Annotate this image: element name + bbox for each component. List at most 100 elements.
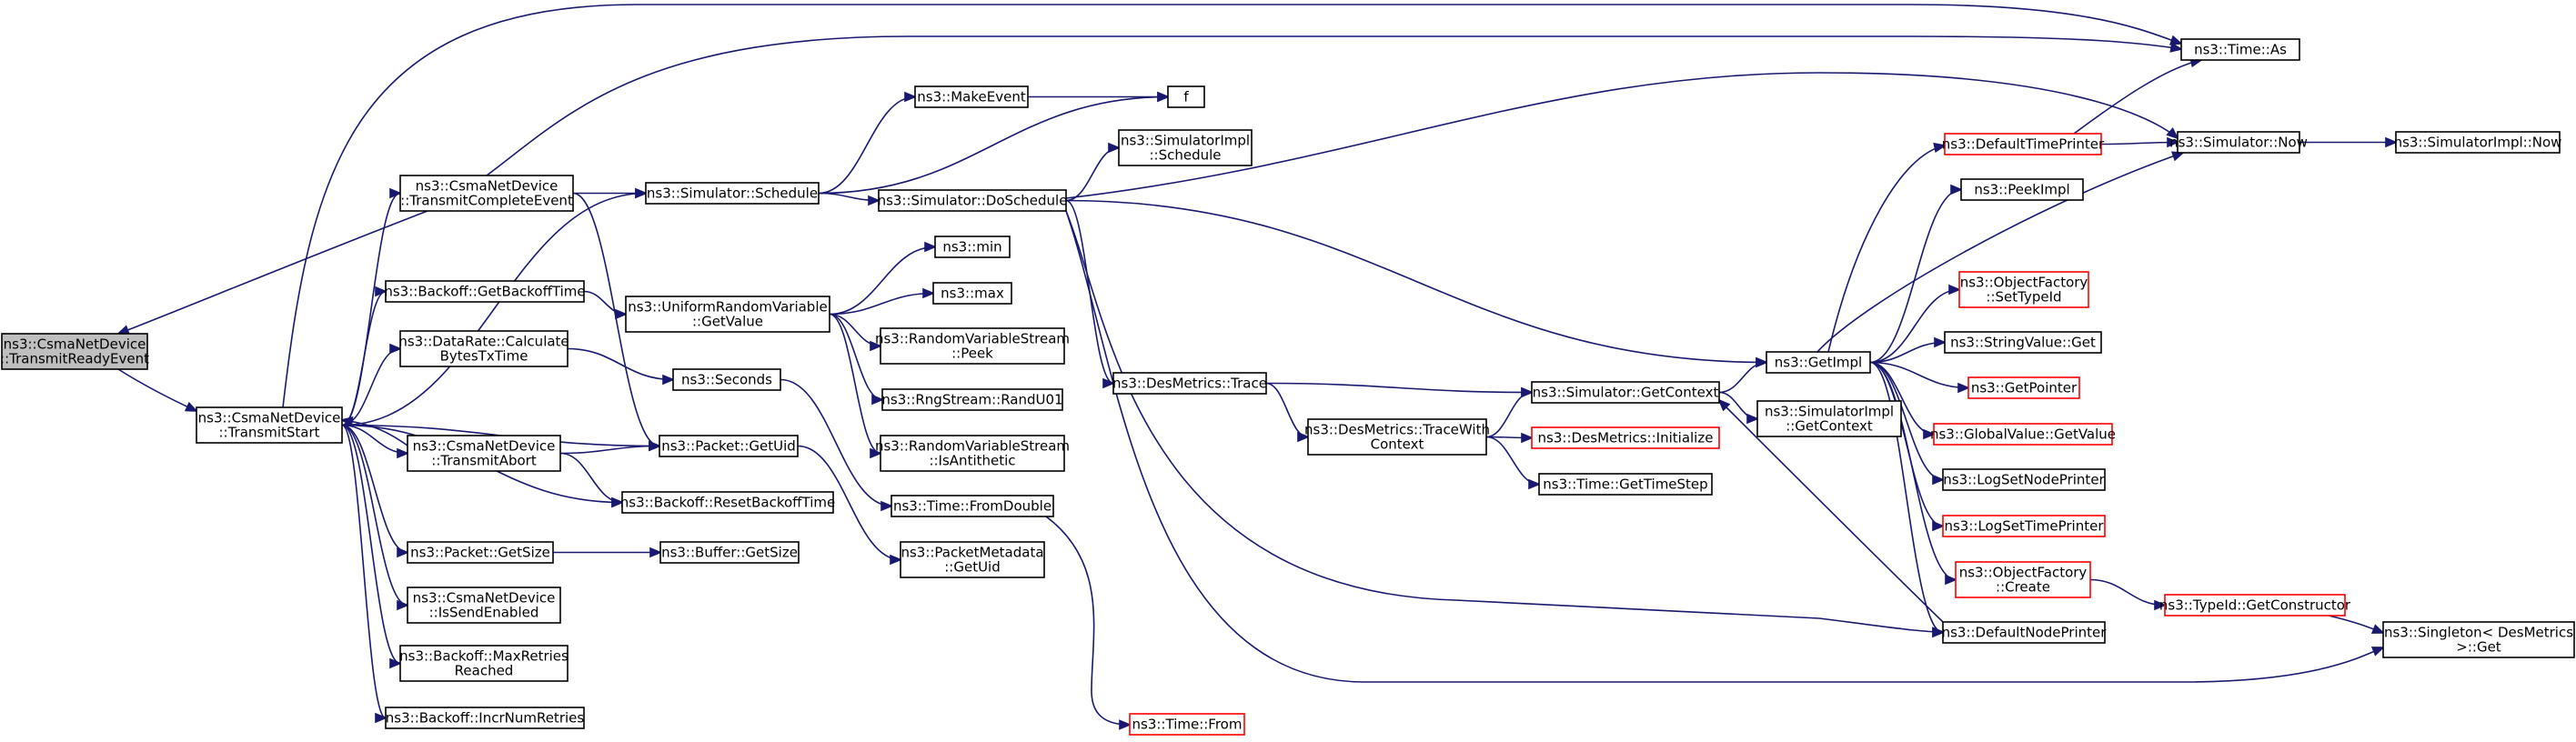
node-time-from[interactable]: ns3::Time::From xyxy=(1129,713,1245,736)
edge-line xyxy=(829,246,936,316)
node-box xyxy=(407,587,561,624)
edge-transmit_abort-to-packet_get_uid xyxy=(559,440,662,455)
node-uniform-get-value[interactable]: ns3::UniformRandomVariable::GetValue xyxy=(625,296,830,333)
edge-line xyxy=(1869,361,1944,481)
node-box xyxy=(196,406,343,444)
node-simulatorimpl-now[interactable]: ns3::SimulatorImpl::Now xyxy=(2394,131,2562,154)
node-log-set-node-printer[interactable]: ns3::LogSetNodePrinter xyxy=(1942,468,2106,491)
edge-simulator_schedule-to-make_event xyxy=(818,91,918,195)
edge-line xyxy=(2073,59,2202,135)
arrowhead-icon xyxy=(922,287,936,299)
arrowhead-icon xyxy=(870,340,883,352)
node-packet-metadata-get-uid[interactable]: ns3::PacketMetadata::GetUid xyxy=(900,541,1045,578)
node-type-id-get-constructor[interactable]: ns3::TypeId::GetConstructor xyxy=(2159,594,2351,617)
node-simulator-do-schedule[interactable]: ns3::Simulator::DoSchedule xyxy=(878,189,1068,212)
edge-default_time_printer-to-simulator_now xyxy=(2100,136,2180,148)
edge-line xyxy=(1869,361,1957,581)
node-global-value-get-value[interactable]: ns3::GlobalValue::GetValue xyxy=(1930,423,2116,446)
node-transmit-ready-event[interactable]: ns3::CsmaNetDevice::TransmitReadyEvent xyxy=(0,333,149,370)
arrowhead-icon xyxy=(375,712,388,724)
arrowhead-icon xyxy=(2370,647,2385,657)
edge-desmetrics_trace_with_context-to-time_get_time_step xyxy=(1485,436,1542,490)
node-desmetrics-initialize[interactable]: ns3::DesMetrics::Initialize xyxy=(1531,426,1720,449)
node-rvs-is-antithetic[interactable]: ns3::RandomVariableStream::IsAntithetic xyxy=(875,435,1070,472)
node-label: ns3::SimulatorImpl xyxy=(1121,133,1250,149)
arrowhead-icon xyxy=(1521,432,1535,444)
node-transmit-start[interactable]: ns3::CsmaNetDevice::TransmitStart xyxy=(196,406,343,444)
node-box xyxy=(891,495,1054,517)
edge-line xyxy=(797,445,901,561)
node-string-value-get[interactable]: ns3::StringValue::Get xyxy=(1944,331,2102,354)
node-f[interactable]: f xyxy=(1167,85,1205,108)
node-box xyxy=(1967,376,2080,399)
arrowhead-icon xyxy=(611,496,625,508)
node-box xyxy=(407,435,561,472)
arrowhead-icon xyxy=(880,500,894,512)
node-time-get-time-step[interactable]: ns3::Time::GetTimeStep xyxy=(1538,473,1713,496)
edge-uniform_get_value-to-rngstream_randu01 xyxy=(829,313,885,406)
edge-default_node_printer-to-simulator_get_context xyxy=(1717,398,1944,623)
arrowhead-icon xyxy=(397,599,410,611)
arrowhead-icon xyxy=(1528,478,1542,490)
node-seconds[interactable]: ns3::Seconds xyxy=(672,368,781,391)
arrowhead-icon xyxy=(397,447,410,459)
node-is-send-enabled[interactable]: ns3::CsmaNetDevice::IsSendEnabled xyxy=(407,587,561,624)
node-transmit-complete-event[interactable]: ns3::CsmaNetDevice::TransmitCompleteEven… xyxy=(399,175,574,212)
node-ns3-max[interactable]: ns3::max xyxy=(932,282,1012,305)
node-time-from-double[interactable]: ns3::Time::FromDouble xyxy=(891,495,1054,517)
edge-line xyxy=(829,313,881,455)
node-transmit-abort[interactable]: ns3::CsmaNetDevice::TransmitAbort xyxy=(407,435,561,472)
node-peek-impl[interactable]: ns3::PeekImpl xyxy=(1960,178,2084,201)
node-get-pointer[interactable]: ns3::GetPointer xyxy=(1967,376,2080,399)
node-object-factory-create[interactable]: ns3::ObjectFactory::Create xyxy=(1955,561,2091,598)
edge-simulator_now-to-simulatorimpl_now xyxy=(2299,136,2399,148)
node-box xyxy=(385,280,585,303)
node-packet-get-uid[interactable]: ns3::Packet::GetUid xyxy=(659,435,799,457)
node-simulatorimpl-get-context[interactable]: ns3::SimulatorImpl::GetContext xyxy=(1756,400,1902,437)
node-backoff-get-backoff-time[interactable]: ns3::Backoff::GetBackoffTime xyxy=(384,280,586,303)
edge-line xyxy=(1265,382,1533,394)
node-packet-get-size[interactable]: ns3::Packet::GetSize xyxy=(407,541,554,564)
edges-layer xyxy=(116,4,2399,730)
arrowhead-icon xyxy=(1119,719,1132,730)
edge-line xyxy=(2089,578,2166,607)
node-simulator-get-context[interactable]: ns3::Simulator::GetContext xyxy=(1531,381,1720,404)
node-label: ns3::LogSetNodePrinter xyxy=(1943,472,2105,488)
node-get-impl[interactable]: ns3::GetImpl xyxy=(1766,351,1871,374)
edge-make_event-to-f xyxy=(1028,91,1171,103)
node-log-set-time-printer[interactable]: ns3::LogSetTimePrinter xyxy=(1942,515,2106,537)
arrowhead-icon xyxy=(2169,42,2184,53)
node-make-event[interactable]: ns3::MakeEvent xyxy=(914,85,1029,108)
node-desmetrics-trace[interactable]: ns3::DesMetrics::Trace xyxy=(1112,372,1267,395)
node-default-time-printer[interactable]: ns3::DefaultTimePrinter xyxy=(1942,133,2105,155)
edge-get_impl-to-string_value_get xyxy=(1869,336,1947,364)
node-label: Reached xyxy=(455,663,514,679)
edge-line xyxy=(559,445,660,455)
node-time-as[interactable]: ns3::Time::As xyxy=(2180,38,2300,61)
node-buffer-get-size[interactable]: ns3::Buffer::GetSize xyxy=(659,541,800,564)
edge-line xyxy=(1869,288,1960,364)
node-box xyxy=(878,189,1067,212)
arrowhead-icon xyxy=(1945,574,1958,586)
node-rvs-peek[interactable]: ns3::RandomVariableStream::Peek xyxy=(875,327,1070,365)
node-box xyxy=(880,327,1065,365)
node-label: ::GetValue xyxy=(692,314,763,330)
node-simulatorimpl-schedule[interactable]: ns3::SimulatorImpl::Schedule xyxy=(1118,129,1253,166)
node-label: ns3::GetPointer xyxy=(1971,380,2078,396)
node-label: ns3::MakeEvent xyxy=(917,89,1026,105)
node-rngstream-randu01[interactable]: ns3::RngStream::RandU01 xyxy=(881,388,1063,411)
node-simulator-schedule[interactable]: ns3::Simulator::Schedule xyxy=(645,182,820,205)
node-box xyxy=(399,175,574,212)
node-incr-num-retries[interactable]: ns3::Backoff::IncrNumRetries xyxy=(385,707,585,729)
edge-line xyxy=(572,192,660,447)
node-object-factory-set-type-id[interactable]: ns3::ObjectFactory::SetTypeId xyxy=(1958,271,2089,308)
node-label: ::TransmitAbort xyxy=(431,453,537,469)
node-ns3-min[interactable]: ns3::min xyxy=(934,236,1011,258)
node-reset-backoff-time[interactable]: ns3::Backoff::ResetBackoffTime xyxy=(620,491,835,514)
node-singleton-des-metrics-get[interactable]: ns3::Singleton< DesMetrics>::Get xyxy=(2382,621,2575,658)
node-simulator-now[interactable]: ns3::Simulator::Now xyxy=(2169,131,2308,154)
node-default-node-printer[interactable]: ns3::DefaultNodePrinter xyxy=(1942,621,2108,644)
